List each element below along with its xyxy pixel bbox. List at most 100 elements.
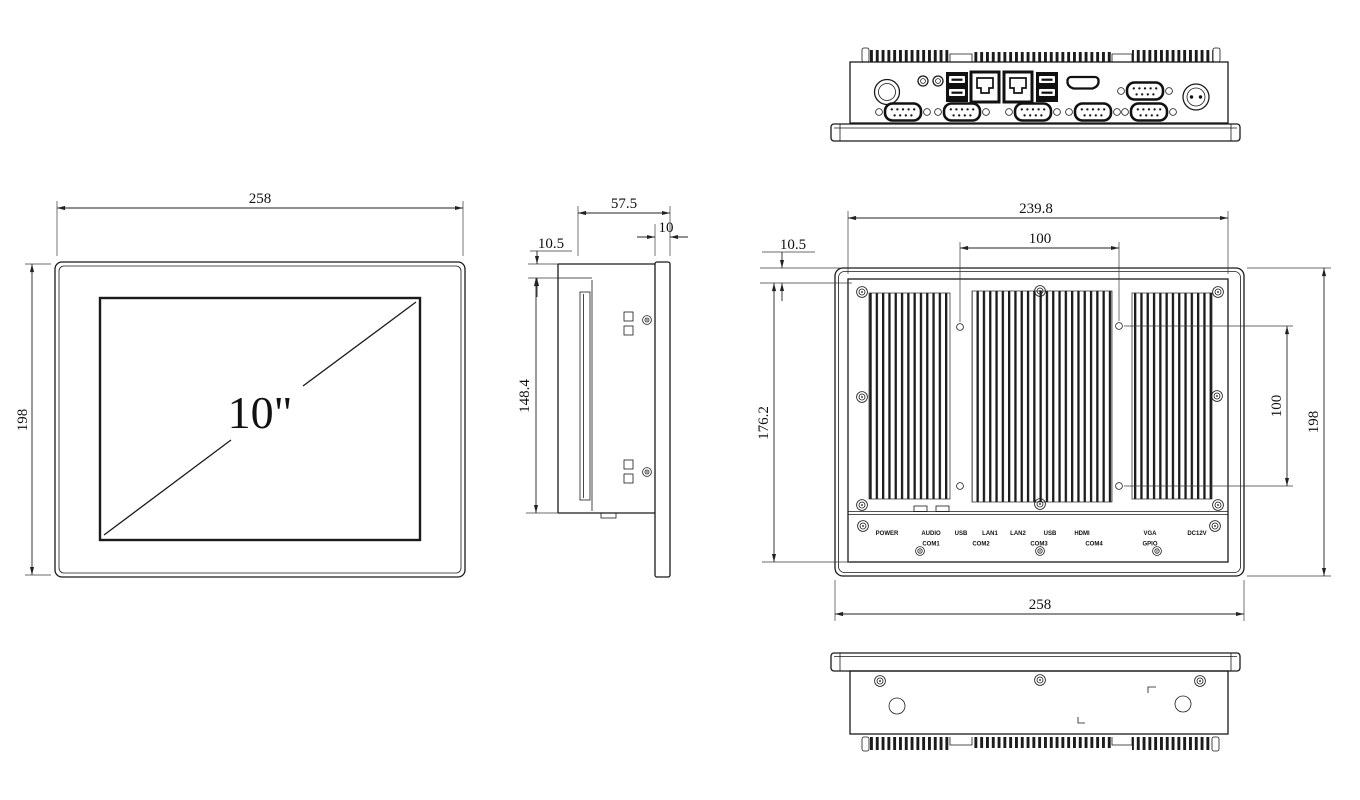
rear-heatsink-center (971, 290, 1113, 503)
top-fin-bridge-left (949, 53, 973, 62)
bottom-corner-mark-2 (1077, 717, 1085, 724)
top-body (849, 61, 1229, 124)
dim-front-height: 198 (15, 263, 51, 576)
power-button (873, 78, 901, 106)
top-view (830, 47, 1241, 142)
lan2-port (1002, 70, 1034, 104)
dim-text-rear-body-width: 239.8 (1019, 201, 1053, 217)
bottom-fin-cap-left (861, 736, 870, 752)
hdmi-port (1066, 75, 1100, 90)
rear-tab-1 (913, 505, 928, 512)
side-bottom-tab (600, 512, 617, 519)
rear-body (847, 278, 1229, 563)
strip-screw (1209, 520, 1221, 532)
rear-screw (856, 286, 868, 298)
com3-connector (1004, 102, 1062, 122)
bottom-fin-cap-right (1211, 736, 1220, 752)
vesa-hole-bottom-left (956, 482, 964, 490)
rear-tab-2 (935, 505, 950, 512)
dim-text-side-depth: 57.5 (611, 196, 637, 212)
dim-text-rear-body-height: 176.2 (756, 406, 772, 440)
front-bezel-outline (54, 261, 466, 578)
com4-connector (1064, 102, 1122, 122)
dim-text-side-step: 10.5 (538, 236, 564, 252)
rear-view: POWER AUDIO USB LAN1 LAN2 USB HDMI VGA D… (756, 201, 1331, 621)
side-mount-slot-3 (623, 459, 634, 470)
vesa-hole-top-left (956, 323, 964, 331)
dim-text-rear-width: 258 (1029, 597, 1052, 613)
side-body-outline (557, 263, 655, 514)
dim-side-step: 10.5 (528, 236, 572, 297)
bottom-corner-mark-1 (1147, 686, 1156, 693)
bottom-screw (874, 675, 886, 687)
side-mount-slot-2 (623, 325, 634, 336)
dim-rear-height: 198 (1247, 267, 1331, 577)
dim-front-width: 258 (56, 191, 464, 256)
vesa-hole-bottom-right (1115, 482, 1123, 490)
strip-screw (857, 520, 869, 532)
lan1-port (969, 70, 1001, 104)
rear-bezel-outline (834, 267, 1245, 577)
dim-text-front-width: 258 (249, 191, 272, 207)
label-audio: AUDIO (921, 531, 941, 537)
front-bezel-inner-line (58, 265, 462, 574)
label-dc12v: DC12V (1187, 531, 1206, 537)
bottom-screw (1034, 674, 1046, 686)
dim-rear-body-width: 239.8 (847, 201, 1229, 274)
label-com2: COM2 (972, 542, 990, 548)
front-view: 10" 258 198 (15, 191, 466, 578)
label-gpio: GPIO (1142, 542, 1157, 548)
strip-screw (1035, 546, 1045, 556)
dim-text-side-front: 10 (659, 220, 674, 236)
screen-size-label: 10" (228, 387, 293, 438)
label-vga: VGA (1143, 531, 1157, 537)
usb-stack-1 (946, 72, 968, 102)
rear-heatsink-left (868, 292, 951, 500)
rear-screw (1211, 390, 1223, 402)
dim-rear-body-height: 176.2 (756, 283, 850, 563)
dim-text-front-height: 198 (15, 409, 31, 432)
dim-text-rear-step: 10.5 (780, 237, 806, 253)
port-labels: POWER AUDIO USB LAN1 LAN2 USB HDMI VGA D… (876, 531, 1207, 548)
top-bezel-flange (830, 123, 1241, 142)
label-hdmi: HDMI (1074, 531, 1090, 537)
dim-text-vesa-vertical: 100 (1269, 395, 1285, 418)
side-heatsink-fins-edge (579, 291, 591, 501)
label-lan2: LAN2 (1010, 531, 1026, 537)
bottom-fin-bridge-left (949, 737, 973, 746)
audio-jacks (917, 75, 944, 87)
dim-vesa-vertical: 100 (1124, 325, 1293, 487)
side-mount-slot-1 (623, 311, 634, 322)
bottom-fin-bridge-right (1111, 737, 1133, 746)
dim-side-body-height: 148.4 (517, 278, 558, 514)
top-fins-right (1132, 50, 1213, 62)
label-com3: COM3 (1030, 542, 1048, 548)
bottom-fins-left (869, 737, 950, 750)
side-front-panel (654, 261, 671, 578)
label-com4: COM4 (1085, 542, 1103, 548)
gpio-connector (1120, 102, 1178, 122)
rear-heatsink-right (1131, 292, 1213, 500)
bottom-antenna-hole-right (1174, 695, 1192, 713)
side-screw-top (642, 315, 652, 325)
dc-jack (1182, 83, 1210, 111)
label-power: POWER (876, 531, 899, 537)
label-lan1: LAN1 (982, 531, 998, 537)
dim-side-front-thickness: 10 (637, 220, 688, 256)
rear-screw (856, 499, 868, 511)
bottom-view (830, 652, 1241, 752)
bottom-fins-right (1132, 737, 1212, 750)
top-fin-bridge-right (1111, 53, 1133, 62)
strip-screw (1152, 546, 1162, 556)
screen-diagonal-lower (103, 439, 232, 536)
top-fin-cap-left (861, 47, 870, 63)
dim-text-rear-height: 198 (1306, 411, 1322, 434)
bottom-bezel-flange (830, 652, 1241, 672)
label-usb-a: USB (955, 531, 968, 537)
dim-side-depth: 57.5 (577, 196, 671, 256)
screen-diagonal-upper (302, 301, 417, 387)
rear-screw (856, 391, 868, 403)
top-fins-center (972, 52, 1112, 62)
